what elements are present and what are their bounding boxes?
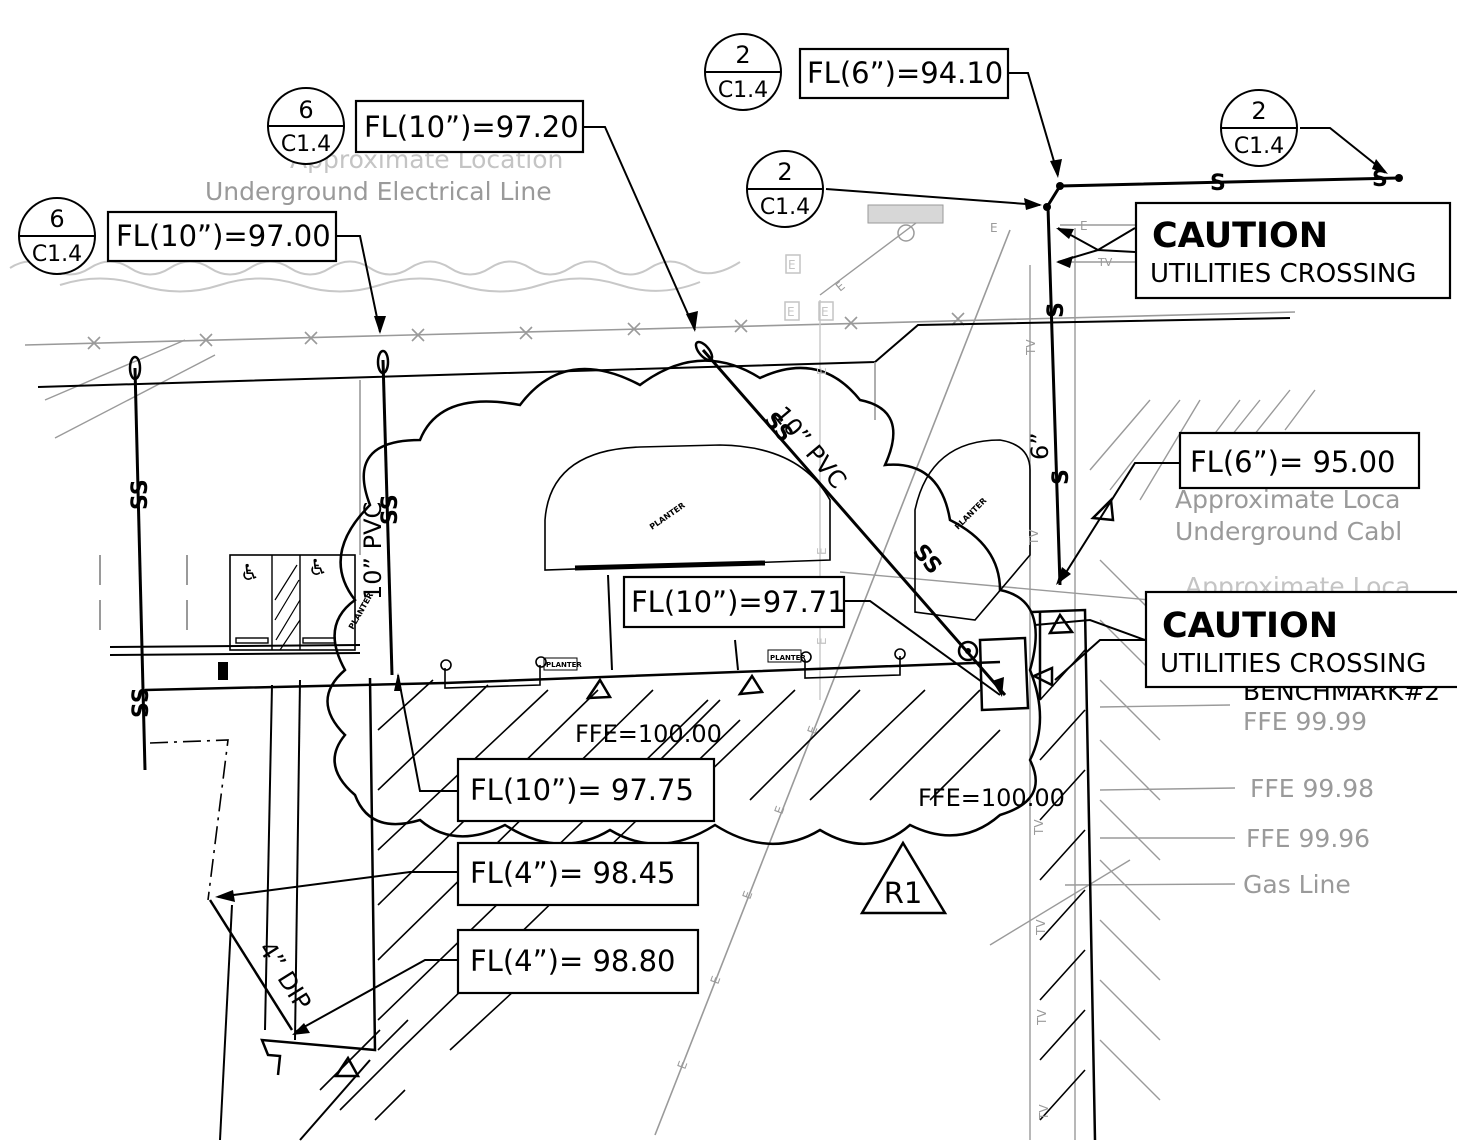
svg-text:E: E <box>815 547 829 555</box>
note-ffe-99-96: FFE 99.96 <box>1246 824 1370 853</box>
site-linework <box>37 204 1291 1141</box>
caution-box-2: CAUTION UTILITIES CROSSING <box>1144 590 1457 689</box>
planter-right <box>914 439 1031 621</box>
svg-text:TV: TV <box>1034 919 1048 936</box>
svg-text:E: E <box>990 221 998 235</box>
fl-label-1: FL(10”)=97.20 <box>354 99 585 154</box>
svg-text:CAUTION: CAUTION <box>1152 216 1328 256</box>
arrowheads <box>215 159 1388 1035</box>
svg-text:FL(10”)= 97.75: FL(10”)= 97.75 <box>470 773 694 807</box>
svg-text:E: E <box>788 258 796 272</box>
svg-text:UTILITIES CROSSING: UTILITIES CROSSING <box>1160 649 1426 679</box>
note-ug-electrical: Underground Electrical Line <box>205 177 552 206</box>
svg-text:TV: TV <box>1037 1104 1051 1121</box>
svg-text:2: 2 <box>777 158 792 186</box>
svg-text:E: E <box>833 279 848 295</box>
ss-label-1: SS <box>128 479 153 510</box>
svg-text:FL(4”)= 98.45: FL(4”)= 98.45 <box>470 856 675 890</box>
note-ffe-99-98: FFE 99.98 <box>1250 774 1374 803</box>
svg-text:PLANTER: PLANTER <box>546 661 582 669</box>
fl-label-3: FL(6”)=94.10 <box>798 47 1010 100</box>
svg-text:FL(10”)=97.00: FL(10”)=97.00 <box>116 219 331 253</box>
svg-text:E: E <box>815 367 829 375</box>
sewer-lines <box>128 174 1403 1031</box>
pvc-10-diag-label: 10” PVC <box>767 401 852 494</box>
detail-ref-4: 2 C1.4 <box>746 150 824 228</box>
svg-text:TV: TV <box>1032 819 1046 836</box>
detail-ref-3: 2 C1.4 <box>704 33 782 111</box>
fl-label-5: FL(10”)=97.71 <box>622 575 846 629</box>
fl-label-4: FL(6”)= 95.00 <box>1178 431 1421 490</box>
planter-large <box>544 444 831 571</box>
svg-text:E: E <box>821 305 829 319</box>
leaders <box>217 72 1386 1033</box>
svg-text:FL(10”)=97.20: FL(10”)=97.20 <box>364 110 579 144</box>
dip-4-label: 4” DIP <box>253 936 317 1015</box>
ss-label-5: SS <box>907 540 946 580</box>
svg-text:FL(6”)=94.10: FL(6”)=94.10 <box>807 56 1003 90</box>
svg-text:E: E <box>787 305 795 319</box>
svg-text:E: E <box>1080 219 1088 233</box>
note-ffe-99-99: FFE 99.99 <box>1243 707 1367 736</box>
utility-letters: E E TV E E E TV TV TV TV TV TV E E E E E… <box>675 219 1113 1121</box>
svg-text:FL(10”)=97.71: FL(10”)=97.71 <box>631 585 846 619</box>
note-gas-line: Gas Line <box>1243 870 1351 899</box>
svg-text:C1.4: C1.4 <box>32 242 82 267</box>
svg-text:TV: TV <box>1024 339 1038 356</box>
svg-text:E: E <box>805 724 821 736</box>
note-ug-cable: Underground Cabl <box>1175 517 1402 546</box>
svg-text:C1.4: C1.4 <box>718 78 768 103</box>
ss-label-3: SS <box>378 494 403 525</box>
s-label-2: S <box>1372 167 1388 192</box>
svg-text:PLANTER: PLANTER <box>953 496 988 531</box>
ss-label-2: SS <box>129 687 154 718</box>
s-label-1: S <box>1210 171 1226 196</box>
svg-text:E: E <box>708 974 724 986</box>
six-inch-label: 6” <box>1026 432 1054 460</box>
pvc-10-vert-label: 10” PVC <box>359 502 387 600</box>
svg-text:TV: TV <box>1035 1009 1049 1026</box>
ffe-center: FFE=100.00 <box>575 720 722 748</box>
svg-text:FL(4”)= 98.80: FL(4”)= 98.80 <box>470 944 675 978</box>
revision-triangle: R1 <box>859 840 948 915</box>
accessible-icon: ♿ <box>240 561 260 586</box>
svg-text:C1.4: C1.4 <box>281 132 331 157</box>
s-label-3: S <box>1044 302 1069 318</box>
svg-text:E: E <box>815 637 829 645</box>
svg-text:6: 6 <box>298 96 313 124</box>
accessible-icon: ♿ <box>308 556 328 581</box>
revision-cloud <box>326 359 1042 846</box>
svg-text:PLANTER: PLANTER <box>648 501 687 532</box>
svg-text:6: 6 <box>49 205 64 233</box>
fl-label-2: FL(10”)=97.00 <box>106 210 338 263</box>
svg-text:FL(6”)= 95.00: FL(6”)= 95.00 <box>1190 445 1395 479</box>
svg-text:2: 2 <box>1251 97 1266 125</box>
fl-label-6: FL(10”)= 97.75 <box>456 757 716 823</box>
svg-text:C1.4: C1.4 <box>1234 134 1284 159</box>
svg-text:R1: R1 <box>884 876 923 910</box>
note-approx-location-right: Approximate Loca <box>1175 485 1401 514</box>
background-linework <box>9 204 1316 1140</box>
detail-ref-1: 6 C1.4 <box>267 87 345 165</box>
detail-ref-5: 2 C1.4 <box>1220 89 1298 167</box>
svg-text:TV: TV <box>1027 529 1041 546</box>
svg-text:CAUTION: CAUTION <box>1162 606 1338 646</box>
svg-text:PLANTER: PLANTER <box>770 654 806 662</box>
s-label-4: S <box>1049 469 1074 485</box>
svg-text:C1.4: C1.4 <box>760 195 810 220</box>
fl-label-7: FL(4”)= 98.45 <box>456 841 700 907</box>
detail-ref-2: 6 C1.4 <box>18 197 96 275</box>
fl-label-8: FL(4”)= 98.80 <box>456 928 700 995</box>
svg-text:E: E <box>675 1059 691 1071</box>
svg-text:TV: TV <box>1097 256 1113 269</box>
svg-text:2: 2 <box>735 41 750 69</box>
svg-text:E: E <box>772 804 788 816</box>
caution-box-1: CAUTION UTILITIES CROSSING <box>1134 201 1452 300</box>
fence-x-marks <box>87 312 965 350</box>
svg-text:E: E <box>740 889 756 901</box>
ffe-right: FFE=100.00 <box>918 784 1065 812</box>
svg-text:UTILITIES CROSSING: UTILITIES CROSSING <box>1150 259 1416 289</box>
